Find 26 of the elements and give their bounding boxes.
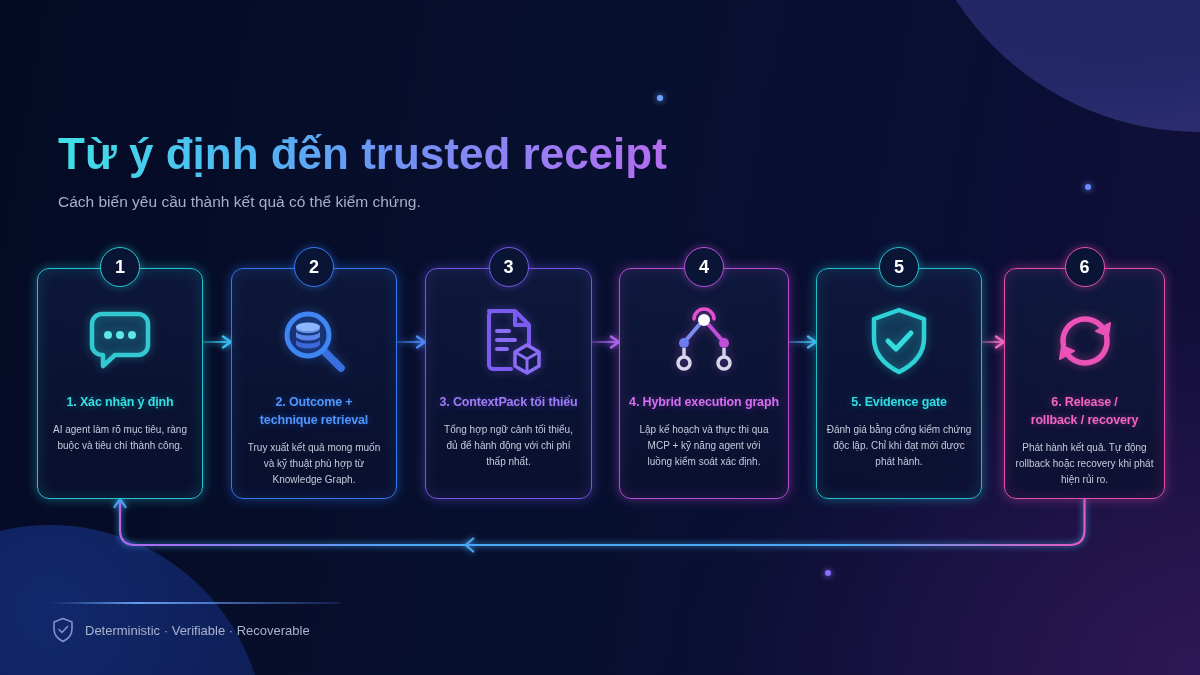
step-description: Đánh giá bằng cổng kiểm chứng độc lập. Chỉ khi đạt mới được phát hành. <box>825 422 973 469</box>
step-title: 6. Release / rollback / recovery <box>1029 394 1140 429</box>
arrow <box>201 335 233 349</box>
step-number: 1 <box>100 247 140 287</box>
step-number: 4 <box>684 247 724 287</box>
arrow <box>787 335 818 349</box>
step-description: Truy xuất kết quả mong muốn và kỹ thuật phù hợp từ Knowledge Graph. <box>246 441 382 487</box>
tagline-text: Deterministic · Verifiable · Recoverable <box>85 622 310 639</box>
arrow <box>980 335 1006 349</box>
step-number: 5 <box>879 247 919 287</box>
step-number: 2 <box>294 247 334 287</box>
subtitle: Cách biến yêu cầu thành kết quả có thể kiểm chứng. <box>58 192 421 212</box>
step-description: Tổng hợp ngữ cảnh tối thiểu, đủ để hành động với chi phí thấp nhất. <box>443 423 574 469</box>
step-title: 3. ContextPack tối thiểu <box>439 394 578 411</box>
step-title: 2. Outcome + technique retrieval <box>258 394 370 429</box>
arrow <box>590 335 621 349</box>
loop-arrow <box>113 497 1086 547</box>
step-description: AI agent làm rõ mục tiêu, ràng buộc và tiêu chí thành công. <box>52 423 188 453</box>
arrow <box>395 335 427 349</box>
step-description: Phát hành kết quả. Tự động rollback hoặc recovery khi phát hiện rủi ro. <box>1014 441 1155 487</box>
step-title: 5. Evidence gate <box>851 394 947 411</box>
step-title: 4. Hybrid execution graph <box>629 394 779 411</box>
step-number: 6 <box>1064 247 1105 287</box>
step-number: 3 <box>488 247 529 287</box>
step-title: 1. Xác nhận ý định <box>66 394 174 411</box>
step-description: Lập kế hoạch và thực thi qua MCP + kỹ năng agent với luồng kiểm soát xác định. <box>638 423 770 469</box>
